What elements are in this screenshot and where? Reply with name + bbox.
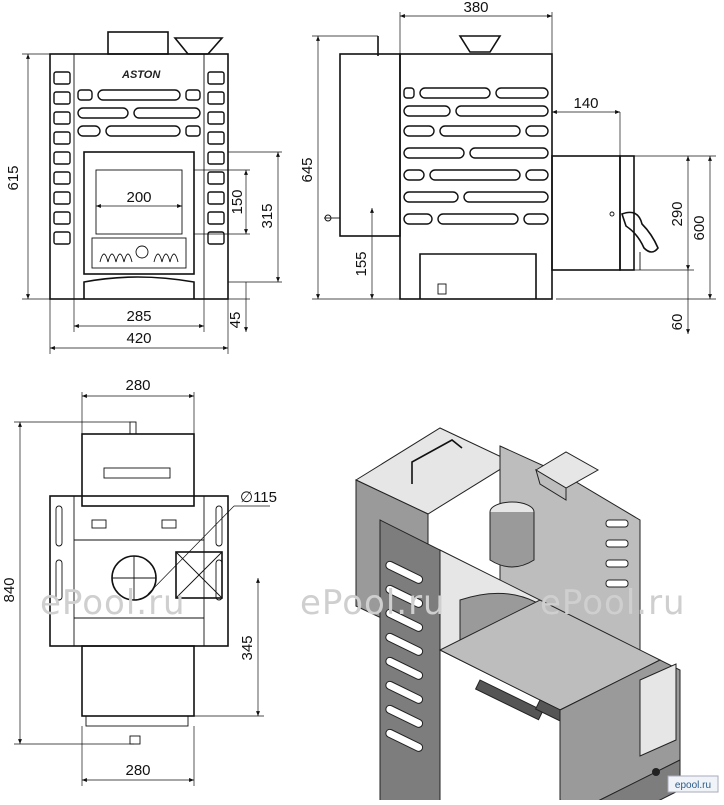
dim-width-bottom-280: 280 (125, 762, 150, 779)
epool-logo: epool.ru (667, 775, 719, 793)
dim-opening-315: 315 (259, 203, 276, 228)
dim-depth-380: 380 (463, 0, 488, 16)
watermark-2: ePool.ru (300, 583, 446, 623)
stove-body (49, 53, 229, 300)
dim-length-840: 840 (1, 577, 18, 602)
top-funnel (173, 37, 224, 55)
front-right-grille (207, 71, 225, 245)
dim-door-height-150: 150 (229, 189, 246, 214)
svg-text:epool.ru: epool.ru (675, 780, 711, 791)
water-tank (339, 53, 401, 237)
side-slots (403, 87, 549, 225)
dim-height-600: 600 (691, 215, 708, 240)
top-view: 280 840 ∅115 345 280 (1, 377, 277, 786)
dim-base-45: 45 (227, 312, 244, 329)
brand-label: ASTON (121, 69, 161, 81)
dim-width-420: 420 (126, 330, 151, 347)
top-handle (107, 31, 169, 55)
front-left-grille (53, 71, 71, 245)
ash-grate (91, 237, 187, 269)
dim-firebox-285: 285 (126, 308, 151, 325)
dim-tank-155: 155 (353, 251, 370, 276)
dim-flue-115: ∅115 (240, 489, 277, 506)
dim-height-645: 645 (299, 157, 316, 182)
dim-tunnel-290: 290 (669, 201, 686, 226)
front-view: ASTON 615 200 150 31 (5, 31, 282, 354)
dim-width-top-280: 280 (125, 377, 150, 394)
top-body (49, 495, 229, 647)
watermark-1: ePool.ru (40, 583, 186, 623)
isometric-cutaway (354, 427, 681, 805)
dim-tunnel-345: 345 (239, 635, 256, 660)
iso-left-slots (385, 560, 424, 752)
door-glass (95, 169, 183, 235)
side-view: 380 645 140 155 600 290 60 (299, 0, 716, 334)
tank-top (81, 433, 195, 507)
dim-base-60: 60 (669, 314, 686, 331)
watermark-3: ePool.ru (540, 583, 686, 623)
firebox-door (83, 151, 195, 275)
funnel-top (175, 551, 223, 599)
door-handle (620, 211, 659, 253)
dim-tunnel-140: 140 (573, 95, 598, 112)
dim-height-615: 615 (5, 165, 22, 190)
tunnel-top (81, 645, 195, 717)
iso-right-slots (605, 519, 629, 588)
dim-door-width-200: 200 (126, 189, 151, 206)
